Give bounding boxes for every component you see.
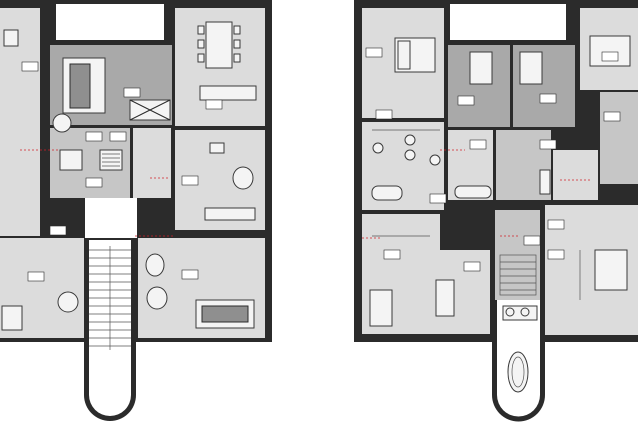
single-bed-1	[469, 51, 493, 85]
right-dressing	[600, 92, 638, 184]
desk	[204, 207, 256, 221]
double-bed-2	[589, 35, 631, 67]
left-corridor	[133, 128, 171, 198]
armchairs	[57, 166, 254, 313]
bathtub-2	[454, 185, 492, 199]
round-table	[52, 113, 72, 133]
armchair-left	[3, 29, 19, 47]
dining-table	[205, 21, 233, 69]
shower	[539, 169, 551, 195]
left-lower-sofa	[1, 305, 23, 331]
right-floor-plan	[354, 0, 638, 422]
single-bed-2	[519, 51, 543, 85]
right-bath-3	[553, 150, 598, 200]
bed-lower	[594, 249, 628, 291]
left-floor-plan	[0, 0, 272, 421]
desk-right	[369, 289, 393, 327]
bathtub-oval	[507, 351, 529, 393]
kitchen-island	[199, 85, 257, 101]
bathtub-1	[371, 185, 403, 201]
left-vestibule	[85, 198, 137, 238]
